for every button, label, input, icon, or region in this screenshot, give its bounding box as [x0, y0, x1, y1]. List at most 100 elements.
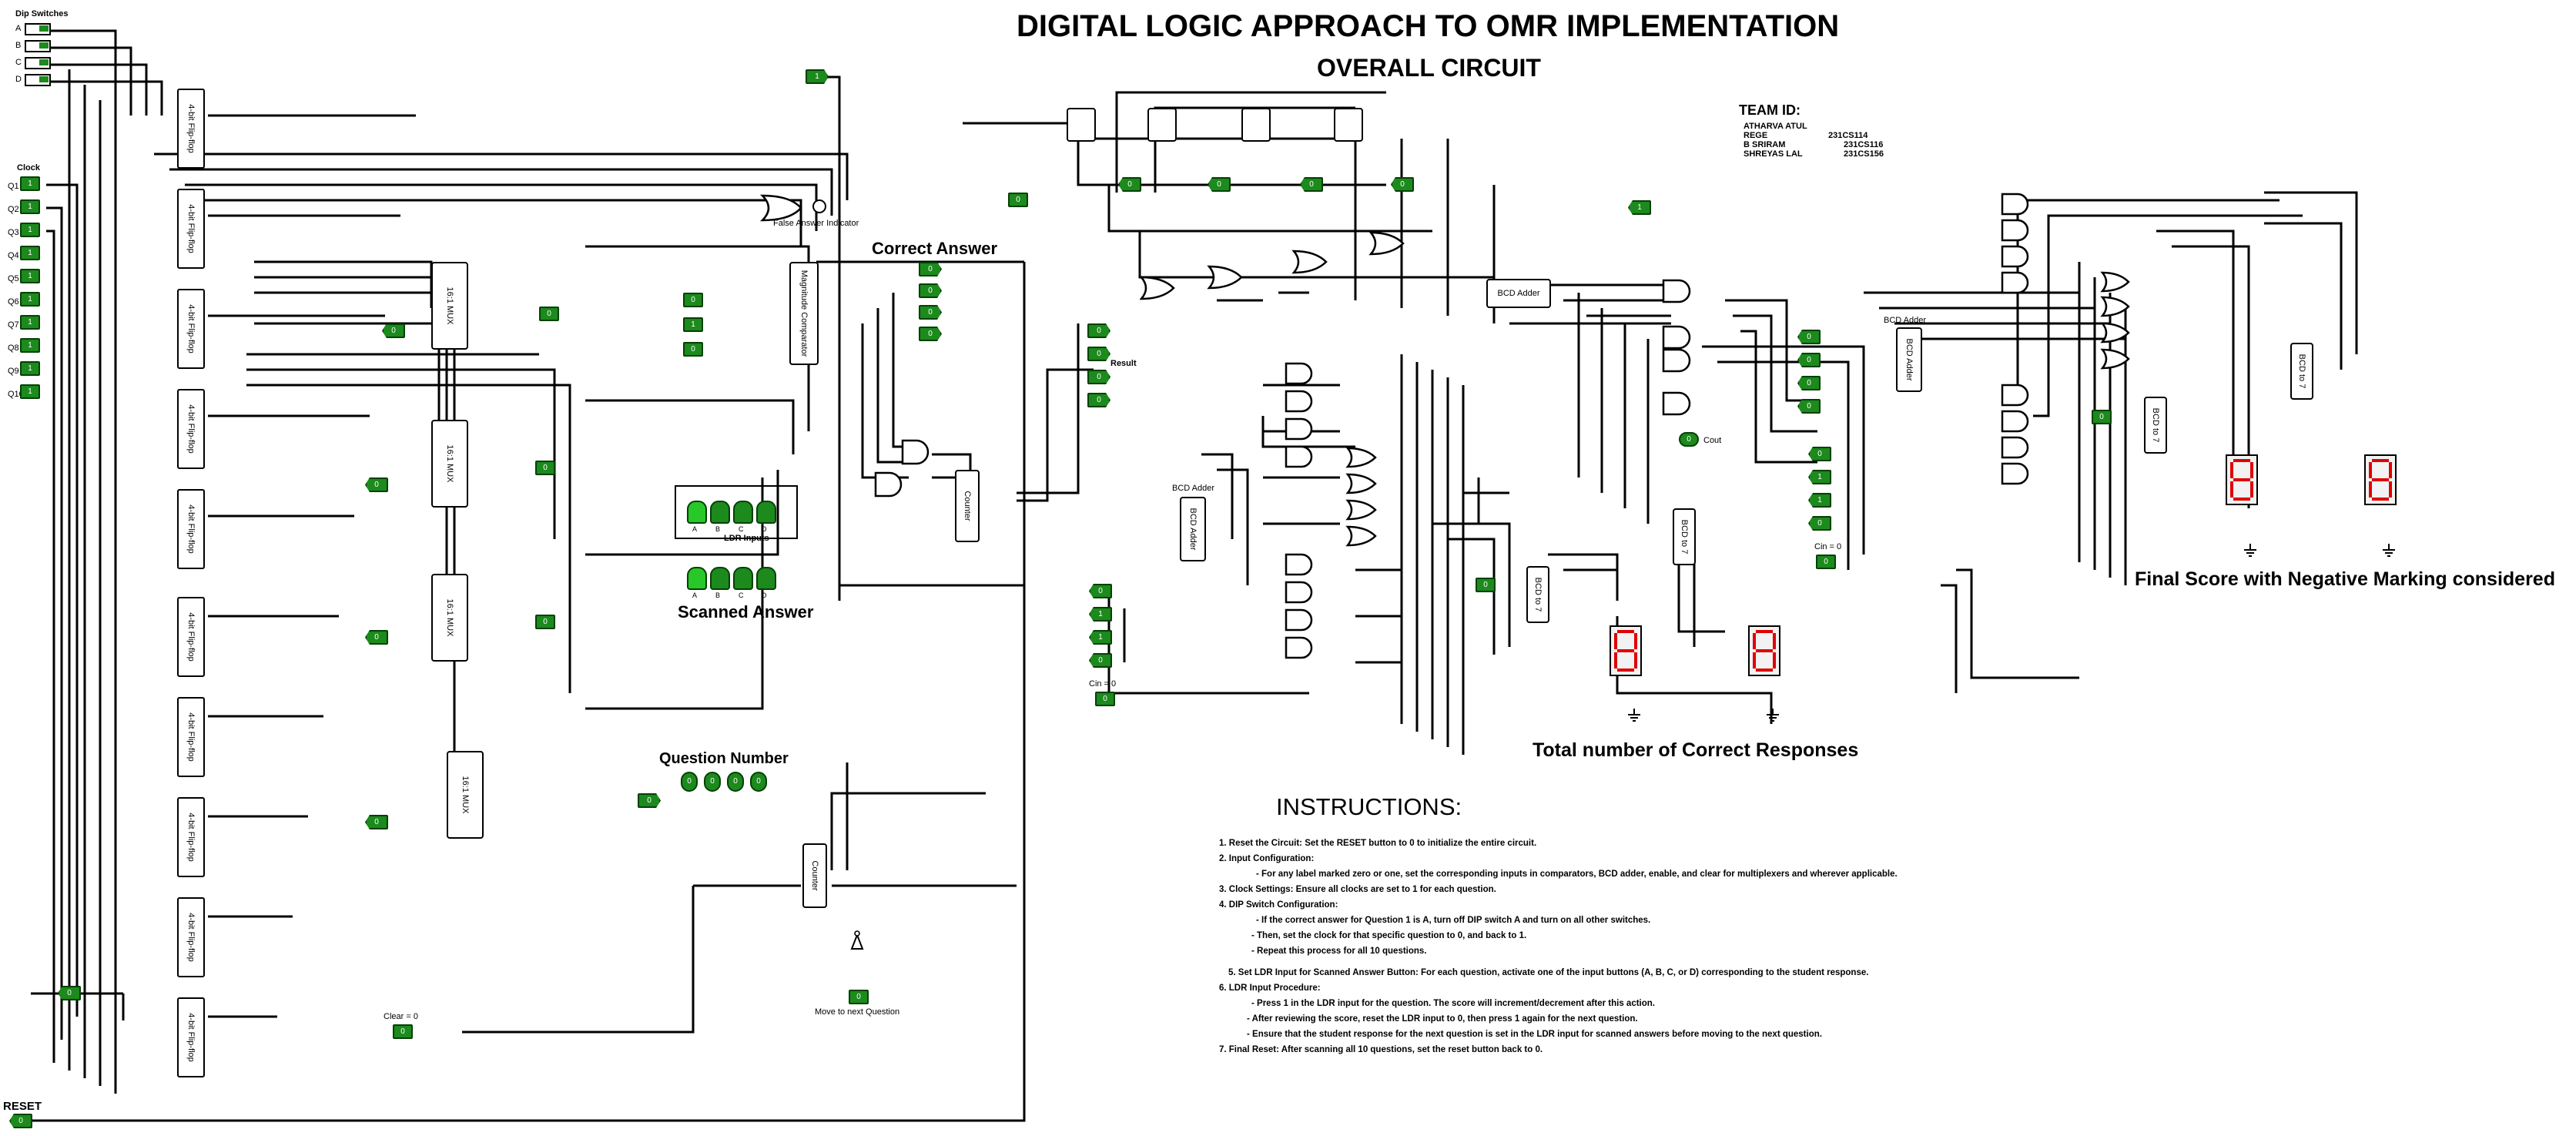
- bcd-input-pin-right[interactable]: 0: [1808, 447, 1831, 461]
- instruction-line: - If the correct answer for Question 1 i…: [1256, 916, 1651, 925]
- reset-aux-pin[interactable]: 0: [58, 986, 81, 1000]
- bcd-adder-label: BCD Adder: [1884, 316, 1927, 325]
- bcd-to-7-far: BCD to 7: [2290, 343, 2313, 400]
- mux-1: 16:1 MUX: [431, 262, 468, 350]
- question-bit-0: 0: [750, 772, 767, 792]
- team-member-id: 231CS156: [1844, 149, 1884, 159]
- mux-2: 16:1 MUX: [431, 420, 468, 508]
- top-flipflop-3: [1241, 108, 1271, 142]
- ff-clear-pin[interactable]: 0: [1008, 193, 1028, 207]
- ff-pin[interactable]: 0: [1300, 177, 1323, 192]
- display-input-pin[interactable]: 0: [2092, 410, 2112, 424]
- question-bit-3: 0: [681, 772, 698, 792]
- clock-pin-q5[interactable]: 1: [20, 269, 40, 283]
- cin-pin-right[interactable]: 0: [1816, 555, 1836, 569]
- comparator-input-pin[interactable]: 0: [683, 293, 703, 307]
- ldr-input-a[interactable]: [687, 501, 707, 524]
- bcd-input-pin-right[interactable]: 1: [1808, 493, 1831, 508]
- instruction-line: - For any label marked zero or one, set …: [1256, 870, 1898, 879]
- dip-switch-d[interactable]: [25, 74, 51, 86]
- bcd-adder-right: BCD Adder: [1896, 327, 1922, 392]
- bcd-input-pin[interactable]: 0: [1089, 584, 1112, 598]
- team-member-id: 231CS116: [1844, 140, 1884, 149]
- scanned-letter-a: A: [692, 591, 698, 599]
- bcd-input-pin[interactable]: 1: [1089, 630, 1112, 645]
- dip-switch-c[interactable]: [25, 57, 51, 69]
- ff-pin[interactable]: 0: [1208, 177, 1231, 192]
- scanned-answer-b[interactable]: [710, 567, 730, 590]
- dip-switch-a[interactable]: [25, 23, 51, 35]
- clock-pin-q7[interactable]: 1: [20, 315, 40, 330]
- top-flipflop-2: [1147, 108, 1177, 142]
- cin-pin[interactable]: 0: [1095, 692, 1115, 706]
- mux-clear-pin[interactable]: 0: [539, 307, 559, 321]
- mux-enable-pin[interactable]: 0: [365, 478, 388, 492]
- mux-clear-pin[interactable]: 0: [535, 461, 555, 475]
- clock-pin-q1[interactable]: 1: [20, 176, 40, 191]
- ldr-input-d[interactable]: [756, 501, 776, 524]
- ground-icon: [1767, 709, 1779, 722]
- scanned-answer-d[interactable]: [756, 567, 776, 590]
- ground-icon: [2244, 544, 2256, 557]
- adder-out-pin: 0: [1797, 399, 1821, 414]
- move-next-pin[interactable]: 0: [849, 990, 869, 1004]
- ldr-input-b[interactable]: [710, 501, 730, 524]
- ground-icon: [2383, 544, 2395, 557]
- ldr-input-c[interactable]: [733, 501, 753, 524]
- flipflop-2: 4-bit Flip-flop: [177, 189, 205, 269]
- ff-pin[interactable]: 0: [1391, 177, 1414, 192]
- bcd-input-pin-right[interactable]: 0: [1808, 516, 1831, 531]
- reset-pin[interactable]: 0: [9, 1114, 32, 1128]
- mux-clear-pin[interactable]: 0: [535, 615, 555, 629]
- flipflop-5: 4-bit Flip-flop: [177, 489, 205, 569]
- mux-enable-pin[interactable]: 0: [382, 323, 405, 338]
- clock-pin-q9[interactable]: 1: [20, 361, 40, 376]
- question-pin-label: Q3: [8, 228, 19, 237]
- comparator-input-pin[interactable]: 0: [683, 342, 703, 357]
- adder-out-pin: 0: [1797, 376, 1821, 390]
- question-pin-label: Q6: [8, 297, 19, 307]
- clear-pin[interactable]: 0: [393, 1024, 413, 1039]
- ff-pin[interactable]: 0: [1118, 177, 1141, 192]
- result-pin-3: 0: [1087, 393, 1110, 407]
- clock-pin-q8[interactable]: 1: [20, 338, 40, 353]
- comparator-input-pin[interactable]: 1: [683, 317, 703, 332]
- bcd-adder-left: BCD Adder: [1180, 497, 1206, 561]
- bcd-to-7-left: BCD to 7: [1526, 566, 1549, 623]
- instruction-line: - Repeat this process for all 10 questio…: [1251, 947, 1427, 956]
- flipflop-8: 4-bit Flip-flop: [177, 797, 205, 877]
- final-score-label: Final Score with Negative Marking consid…: [2135, 568, 2555, 590]
- mux-enable-pin[interactable]: 0: [365, 815, 388, 829]
- clock-label: Clock: [17, 163, 40, 173]
- clock-pin-q3[interactable]: 1: [20, 223, 40, 237]
- scanned-answer-c[interactable]: [733, 567, 753, 590]
- bcd-input-pin-right[interactable]: 1: [1808, 470, 1831, 484]
- bcd-to-7-mid: BCD to 7: [1673, 508, 1696, 565]
- clock-pin-q10[interactable]: 1: [20, 384, 40, 399]
- false-answer-led: [812, 199, 826, 213]
- clock-pin-q2[interactable]: 1: [20, 199, 40, 214]
- bcd-input-pin[interactable]: 1: [1089, 607, 1112, 622]
- ground-icon: [1628, 709, 1640, 722]
- bcd-input-pin[interactable]: 0: [1089, 653, 1112, 668]
- and-gate-icon: [874, 471, 903, 498]
- seven-segment-display: [2364, 454, 2397, 505]
- page-title: DIGITAL LOGIC APPROACH TO OMR IMPLEMENTA…: [1017, 9, 1840, 43]
- scanned-answer-a[interactable]: [687, 567, 707, 590]
- dip-switch-b[interactable]: [25, 40, 51, 52]
- seven-segment-display: [2226, 454, 2258, 505]
- and-gate-icon: [901, 439, 930, 465]
- ldr-letter-a: A: [692, 525, 698, 533]
- gate-cluster-mid: [1285, 362, 1377, 659]
- team-member-name: ATHARVA ATUL REGE: [1744, 122, 1807, 140]
- display-input-pin[interactable]: 0: [1476, 578, 1496, 592]
- instruction-line: - Ensure that the student response for t…: [1247, 1030, 1822, 1039]
- clock-pin-q6[interactable]: 1: [20, 292, 40, 307]
- team-member-id: 231CS114: [1828, 131, 1868, 140]
- clock-pin-q4[interactable]: 1: [20, 246, 40, 260]
- mux-enable-pin[interactable]: 0: [365, 630, 388, 645]
- total-correct-label: Total number of Correct Responses: [1533, 739, 1859, 761]
- scanned-letter-b: B: [715, 591, 721, 599]
- dip-letter-c: C: [15, 58, 22, 67]
- bcd-adder-label: BCD Adder: [1172, 484, 1215, 493]
